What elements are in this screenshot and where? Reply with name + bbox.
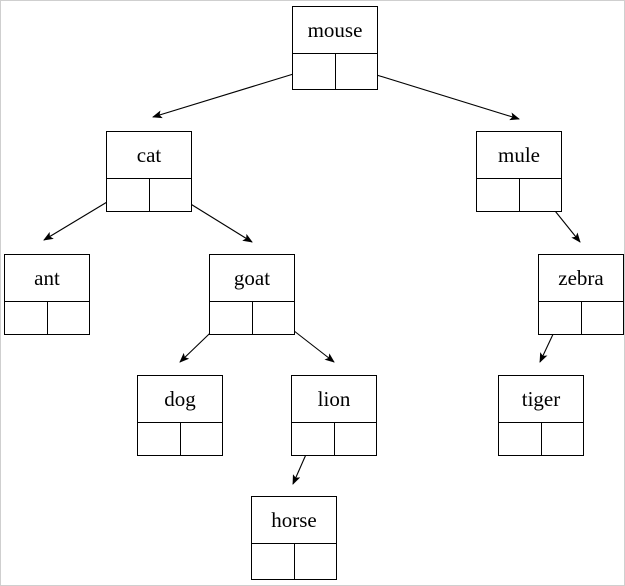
tree-node-label: mouse <box>293 7 377 54</box>
tree-node-horse[interactable]: horse <box>251 496 337 580</box>
right-pointer-cell[interactable] <box>520 179 562 211</box>
left-pointer-cell[interactable] <box>539 302 582 334</box>
left-pointer-cell[interactable] <box>292 423 335 455</box>
right-pointer-cell[interactable] <box>295 544 337 579</box>
tree-node-label: ant <box>5 255 89 302</box>
tree-node-label: lion <box>292 376 376 423</box>
right-pointer-cell[interactable] <box>181 423 223 455</box>
tree-node-label: tiger <box>499 376 583 423</box>
tree-node-label: goat <box>210 255 294 302</box>
right-pointer-cell[interactable] <box>582 302 624 334</box>
tree-node-pointer-row <box>5 302 89 334</box>
left-pointer-cell[interactable] <box>477 179 520 211</box>
tree-node-pointer-row <box>539 302 623 334</box>
tree-node-label: horse <box>252 497 336 544</box>
tree-node-pointer-row <box>477 179 561 211</box>
tree-node-pointer-row <box>107 179 191 211</box>
tree-node-pointer-row <box>292 423 376 455</box>
left-pointer-cell[interactable] <box>499 423 542 455</box>
tree-node-lion[interactable]: lion <box>291 375 377 456</box>
right-pointer-cell[interactable] <box>335 423 377 455</box>
tree-node-label: cat <box>107 132 191 179</box>
tree-edge-mouse-left-cat <box>152 67 314 119</box>
right-pointer-cell[interactable] <box>150 179 192 211</box>
tree-node-label: zebra <box>539 255 623 302</box>
tree-node-ant[interactable]: ant <box>4 254 90 335</box>
left-pointer-cell[interactable] <box>107 179 150 211</box>
right-pointer-cell[interactable] <box>48 302 90 334</box>
tree-node-pointer-row <box>210 302 294 334</box>
tree-node-goat[interactable]: goat <box>209 254 295 335</box>
left-pointer-cell[interactable] <box>138 423 181 455</box>
tree-node-pointer-row <box>293 54 377 89</box>
left-pointer-cell[interactable] <box>252 544 295 579</box>
tree-node-pointer-row <box>138 423 222 455</box>
left-pointer-cell[interactable] <box>293 54 336 89</box>
tree-node-zebra[interactable]: zebra <box>538 254 624 335</box>
tree-node-cat[interactable]: cat <box>106 131 192 212</box>
tree-node-mule[interactable]: mule <box>476 131 562 212</box>
tree-edge-mouse-right-mule <box>353 67 520 121</box>
right-pointer-cell[interactable] <box>336 54 378 89</box>
tree-node-dog[interactable]: dog <box>137 375 223 456</box>
tree-node-mouse[interactable]: mouse <box>292 6 378 90</box>
tree-node-pointer-row <box>252 544 336 579</box>
tree-node-pointer-row <box>499 423 583 455</box>
left-pointer-cell[interactable] <box>5 302 48 334</box>
tree-node-tiger[interactable]: tiger <box>498 375 584 456</box>
right-pointer-cell[interactable] <box>542 423 584 455</box>
tree-node-label: dog <box>138 376 222 423</box>
left-pointer-cell[interactable] <box>210 302 253 334</box>
right-pointer-cell[interactable] <box>253 302 295 334</box>
tree-node-label: mule <box>477 132 561 179</box>
